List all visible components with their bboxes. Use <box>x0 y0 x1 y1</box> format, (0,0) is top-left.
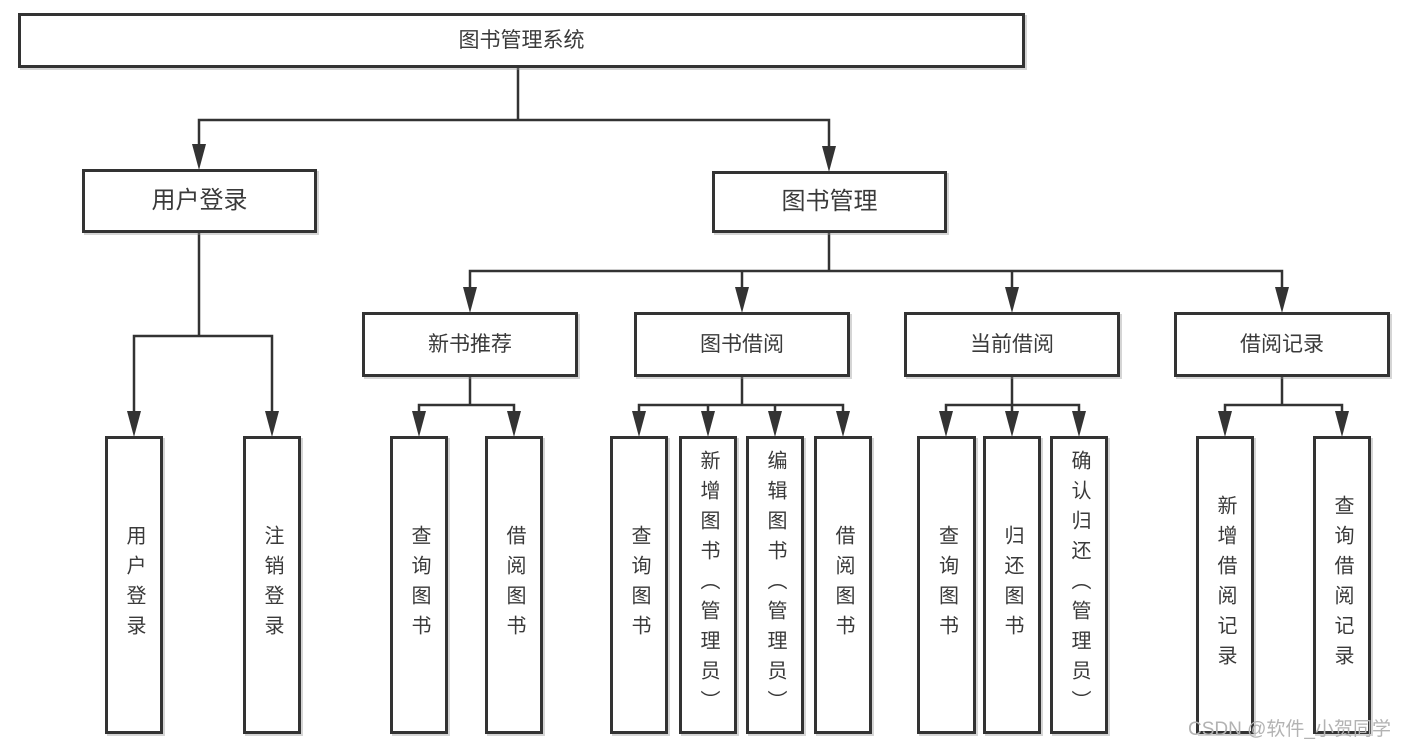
connector-records-rail <box>1223 403 1344 413</box>
arrow-down-icon <box>463 287 477 313</box>
leaf-confirm-return-admin: 确认归还（管理员） <box>1050 436 1108 734</box>
leaf-label: 确认归还（管理员） <box>1068 450 1090 720</box>
leaf-label: 编辑图书（管理员） <box>764 450 786 720</box>
leaf-label: 查询借阅记录 <box>1331 495 1353 675</box>
leaf-label: 查询图书 <box>935 525 958 645</box>
leaf-logout: 注销登录 <box>243 436 301 734</box>
node-label: 图书管理系统 <box>458 29 585 52</box>
arrow-down-icon <box>735 287 749 313</box>
node-library-management-system: 图书管理系统 <box>18 13 1025 68</box>
leaf-query-books: 查询图书 <box>917 436 976 734</box>
node-new-book-recommendation: 新书推荐 <box>362 312 578 377</box>
node-user-login: 用户登录 <box>82 169 317 233</box>
node-current-borrowing: 当前借阅 <box>904 312 1120 377</box>
leaf-edit-books-admin: 编辑图书（管理员） <box>746 436 804 734</box>
leaf-label: 查询图书 <box>408 525 430 645</box>
leaf-label: 归还图书 <box>1001 525 1023 645</box>
leaf-borrow-books: 借阅图书 <box>485 436 543 734</box>
node-borrowing-records: 借阅记录 <box>1174 312 1390 377</box>
leaf-user-login: 用户登录 <box>105 436 163 734</box>
leaf-label: 借阅图书 <box>832 525 854 645</box>
arrow-down-icon <box>1218 411 1232 437</box>
csdn-watermark: CSDN @软件_小贺同学 <box>1188 719 1391 740</box>
connector-level2-rail <box>197 118 831 148</box>
node-label: 用户登录 <box>151 187 248 214</box>
leaf-label: 查询图书 <box>628 525 650 645</box>
leaf-query-books: 查询图书 <box>390 436 448 734</box>
arrow-down-icon <box>1005 411 1019 437</box>
leaf-borrow-books: 借阅图书 <box>814 436 872 734</box>
leaf-label: 注销登录 <box>261 525 283 645</box>
arrow-down-icon <box>1335 411 1349 437</box>
leaf-label: 新增图书（管理员） <box>697 450 719 720</box>
node-label: 图书借阅 <box>700 333 784 356</box>
connector-login-rail <box>132 334 274 412</box>
leaf-query-books: 查询图书 <box>610 436 668 734</box>
arrow-down-icon <box>127 411 141 437</box>
leaf-add-borrow-record: 新增借阅记录 <box>1196 436 1254 734</box>
leaf-label: 借阅图书 <box>503 525 525 645</box>
connector-level3-rail <box>468 269 1284 289</box>
arrow-down-icon <box>701 411 715 437</box>
arrow-down-icon <box>1072 411 1086 437</box>
arrow-down-icon <box>822 146 836 172</box>
arrow-down-icon <box>939 411 953 437</box>
node-label: 当前借阅 <box>970 333 1054 356</box>
arrow-down-icon <box>1005 287 1019 313</box>
arrow-down-icon <box>1275 287 1289 313</box>
leaf-query-borrow-record: 查询借阅记录 <box>1313 436 1371 734</box>
arrow-down-icon <box>768 411 782 437</box>
node-label: 图书管理 <box>781 188 878 215</box>
arrow-down-icon <box>265 411 279 437</box>
node-label: 新书推荐 <box>428 333 512 356</box>
arrow-down-icon <box>632 411 646 437</box>
connector-borrow-rail <box>637 403 845 413</box>
leaf-return-books: 归还图书 <box>983 436 1041 734</box>
leaf-label: 用户登录 <box>123 525 145 645</box>
node-book-borrowing: 图书借阅 <box>634 312 850 377</box>
arrow-down-icon <box>412 411 426 437</box>
leaf-label: 新增借阅记录 <box>1214 495 1236 675</box>
node-book-management: 图书管理 <box>712 171 947 233</box>
node-label: 借阅记录 <box>1240 333 1324 356</box>
connector-newrec-rail <box>417 403 516 413</box>
leaf-add-books-admin: 新增图书（管理员） <box>679 436 737 734</box>
arrow-down-icon <box>507 411 521 437</box>
arrow-down-icon <box>192 144 206 170</box>
arrow-down-icon <box>836 411 850 437</box>
